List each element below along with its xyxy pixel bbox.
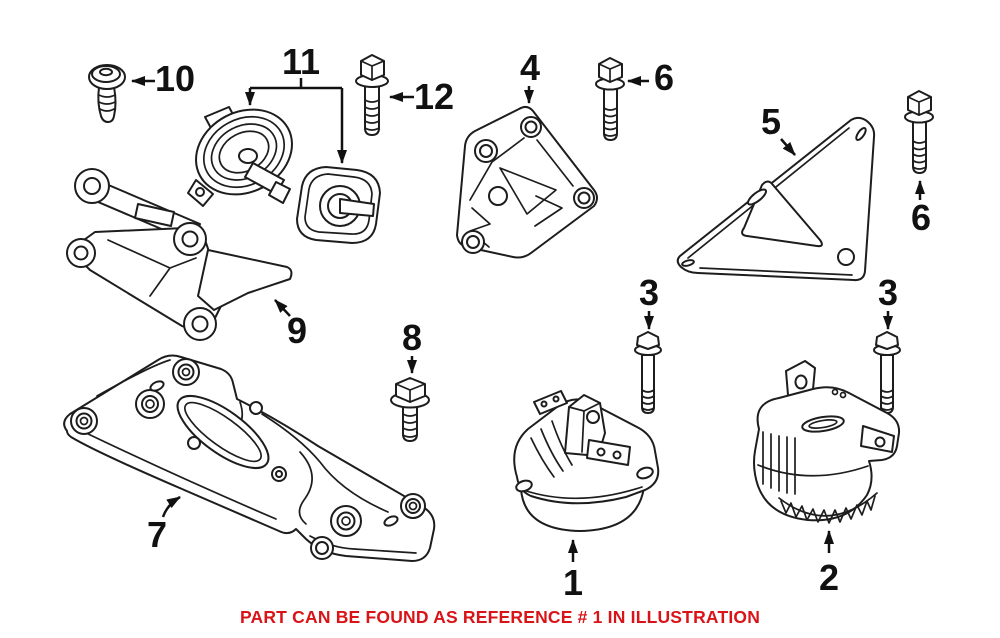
part-11-mount-right bbox=[296, 166, 381, 244]
callout-10-label: 10 bbox=[155, 58, 195, 99]
callout-9-arrow bbox=[274, 299, 291, 317]
reference-caption: PART CAN BE FOUND AS REFERENCE # 1 IN IL… bbox=[239, 607, 761, 627]
part-12-bolt bbox=[355, 54, 389, 136]
part-2-engine-mount bbox=[753, 360, 901, 524]
callout-9: 9 bbox=[274, 299, 307, 351]
callout-12: 12 bbox=[389, 76, 454, 117]
callout-6-top: 6 bbox=[627, 57, 674, 98]
callout-6-right-label: 6 bbox=[911, 197, 931, 238]
callout-5-label: 5 bbox=[761, 101, 781, 142]
part-6-bolt-top bbox=[595, 57, 625, 141]
callout-6-top-label: 6 bbox=[654, 57, 674, 98]
callout-3-right: 3 bbox=[878, 272, 898, 330]
callout-11: 11 bbox=[245, 41, 347, 164]
part-7-crossmember bbox=[63, 354, 436, 562]
part-8-bolt bbox=[390, 377, 430, 442]
callout-3-right-label: 3 bbox=[878, 272, 898, 313]
part-1-engine-mount bbox=[513, 390, 660, 532]
callout-4: 4 bbox=[520, 47, 540, 104]
part-10-screw bbox=[88, 64, 126, 123]
callout-3-mid: 3 bbox=[639, 272, 659, 330]
part-3-bolt-mid bbox=[634, 331, 662, 414]
callout-5: 5 bbox=[761, 101, 796, 156]
callout-4-label: 4 bbox=[520, 47, 540, 88]
callout-6-right: 6 bbox=[911, 180, 931, 238]
callout-10: 10 bbox=[131, 58, 195, 99]
part-4-bracket bbox=[456, 105, 598, 259]
part-3-bolt-right bbox=[873, 331, 901, 414]
callout-11-bracket-line bbox=[250, 78, 342, 90]
callout-7-arrow bbox=[161, 495, 181, 518]
callout-11-label: 11 bbox=[282, 41, 320, 82]
callout-7: 7 bbox=[147, 495, 181, 555]
part-9-bracket bbox=[66, 168, 293, 341]
callout-9-label: 9 bbox=[287, 310, 307, 351]
callout-8-label: 8 bbox=[402, 317, 422, 358]
callout-8: 8 bbox=[402, 317, 422, 374]
callout-3-mid-label: 3 bbox=[639, 272, 659, 313]
callout-2-label: 2 bbox=[819, 557, 839, 598]
part-6-bolt-right bbox=[904, 90, 934, 174]
part-5-bracket bbox=[676, 116, 876, 282]
callout-5-arrow bbox=[780, 138, 796, 156]
callout-12-label: 12 bbox=[414, 76, 454, 117]
callout-1-label: 1 bbox=[563, 562, 583, 603]
callout-7-label: 7 bbox=[147, 514, 167, 555]
part-11-mount-left bbox=[187, 106, 293, 207]
callout-2: 2 bbox=[819, 530, 839, 598]
callout-1: 1 bbox=[563, 539, 583, 603]
